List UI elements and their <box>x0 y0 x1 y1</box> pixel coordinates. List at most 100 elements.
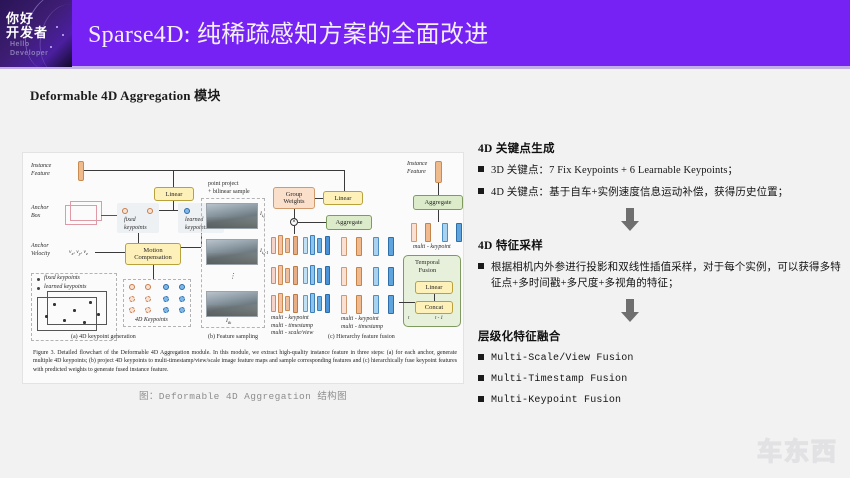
section-subtitle: Deformable 4D Aggregation 模块 <box>30 88 221 103</box>
connector <box>315 198 323 199</box>
logo-cn-line2: 开发者 <box>6 25 49 40</box>
connector-dashed <box>101 215 117 216</box>
box-linear-a: Linear <box>154 187 194 201</box>
section-heading: 4D 特征采样 <box>478 240 544 252</box>
flow-arrow-2 <box>478 298 846 324</box>
bullet-text: Multi-Keypoint Fusion <box>491 395 622 406</box>
anchor-box-shape-back <box>70 201 102 221</box>
section-heading: 4D 关键点生成 <box>478 143 555 155</box>
legend-cube-point <box>83 321 86 324</box>
legend-learned-keypoints: learned keypoints <box>44 284 87 290</box>
connector <box>399 302 415 303</box>
connector <box>95 252 125 253</box>
label-velocity-vars: vx, vy, vz <box>69 249 88 257</box>
connector <box>294 209 295 219</box>
legend-bullet-icon <box>37 287 40 290</box>
legend-cube-point <box>89 301 92 304</box>
kp4d-dot <box>145 307 151 313</box>
anchor-box-shape <box>65 205 97 225</box>
connector <box>438 210 439 222</box>
watermark: 车东西 <box>756 437 838 466</box>
square-bullet-icon <box>478 396 484 402</box>
aggregated-slab-row <box>341 267 399 287</box>
aggregated-slab-row <box>341 295 399 315</box>
bullet-text: 根据相机内外参进行投影和双线性插值采样，对于每个实例，可以获得多特征点+多时间戳… <box>491 262 841 289</box>
content-section: 4D 关键点生成 3D 关键点：7 Fix Keypoints + 6 Lear… <box>478 140 846 201</box>
legend-cube-front <box>37 297 97 331</box>
connector <box>438 183 439 195</box>
flow-arrow-1 <box>478 207 846 233</box>
brand-logo: 你好 开发者 Hello Developer <box>0 0 72 67</box>
feature-slab-row <box>271 235 333 257</box>
legend-fixed-keypoints: fixed keypoints <box>44 275 80 281</box>
label-multi-keypoint: multi - keypoint <box>413 244 451 250</box>
legend-cube-back <box>47 291 107 325</box>
label-image-t0-1: It₀-1 <box>260 248 269 256</box>
multi-keypoint-slab-row <box>411 223 463 243</box>
bullet-item: 4D 关键点：基于自车+实例速度信息运动补偿，获得历史位置； <box>478 185 846 201</box>
content-section: 层级化特征融合 Multi-Scale/View Fusion Multi-Ti… <box>478 328 846 408</box>
subcaption-c: (c) Hierarchy feature fusion <box>328 334 395 340</box>
kp4d-dot <box>163 307 169 313</box>
connector <box>294 226 295 234</box>
subcaption-a: (a) 4D keypoint generation <box>71 334 136 340</box>
instance-feature-token-right <box>435 161 442 183</box>
connector <box>434 294 435 301</box>
subcaption-b: (b) Feature sampling <box>208 334 258 340</box>
kp4d-dot <box>179 307 185 313</box>
multiply-operator-icon: × <box>290 218 298 226</box>
bullet-item: 根据相机内外参进行投影和双线性插值采样，对于每个实例，可以获得多特征点+多时间戳… <box>478 260 846 292</box>
ellipsis-vertical: ⋮ <box>229 272 236 280</box>
legend-bullet-icon <box>37 278 40 281</box>
square-bullet-icon <box>478 375 484 381</box>
box-aggregate-right: Aggregate <box>413 195 463 210</box>
connector <box>173 201 174 210</box>
connector <box>344 170 345 191</box>
figure-caption-en: Figure 3. Detailed flowchart of the Defo… <box>33 350 457 373</box>
figure-caption-cn: 图：Deformable 4D Aggregation 结构图 <box>138 391 348 402</box>
section-heading: 层级化特征融合 <box>478 331 561 343</box>
bullet-text: Multi-Timestamp Fusion <box>491 374 628 385</box>
legend-cube-point <box>63 319 66 322</box>
connector <box>130 210 216 211</box>
feature-slab-row <box>271 293 333 315</box>
connector <box>138 233 139 247</box>
box-aggregate-mid: Aggregate <box>326 215 372 230</box>
kp4d-dot <box>179 296 185 302</box>
legend-cube-point <box>97 313 100 316</box>
connector <box>298 222 326 223</box>
logo-dot-icon <box>50 46 52 48</box>
connector <box>153 265 154 279</box>
kp4d-dot <box>129 296 135 302</box>
logo-cn-line1: 你好 <box>6 11 35 26</box>
legend-cube-point <box>73 309 76 312</box>
kp4d-dot <box>129 307 135 313</box>
camera-image-thumb <box>206 291 258 317</box>
kp4d-dot <box>145 296 151 302</box>
box-linear-b: Linear <box>323 191 363 205</box>
bullet-text: 3D 关键点：7 Fix Keypoints + 6 Learnable Key… <box>491 165 739 176</box>
label-t-minus-1: t - 1 <box>435 316 444 321</box>
camera-image-thumb <box>206 203 258 229</box>
arrow-down-icon <box>621 208 639 231</box>
connector <box>173 170 174 187</box>
legend-cube-point <box>53 303 56 306</box>
bullet-text: 4D 关键点：基于自车+实例速度信息运动补偿，获得历史位置； <box>491 187 789 198</box>
box-linear-temporal: Linear <box>415 281 453 294</box>
header-underline <box>0 66 850 69</box>
instance-feature-token-left <box>78 161 84 181</box>
kp4d-dot <box>179 284 185 290</box>
header-bar <box>0 0 850 66</box>
camera-image-thumb <box>206 239 258 265</box>
square-bullet-icon <box>478 188 484 194</box>
